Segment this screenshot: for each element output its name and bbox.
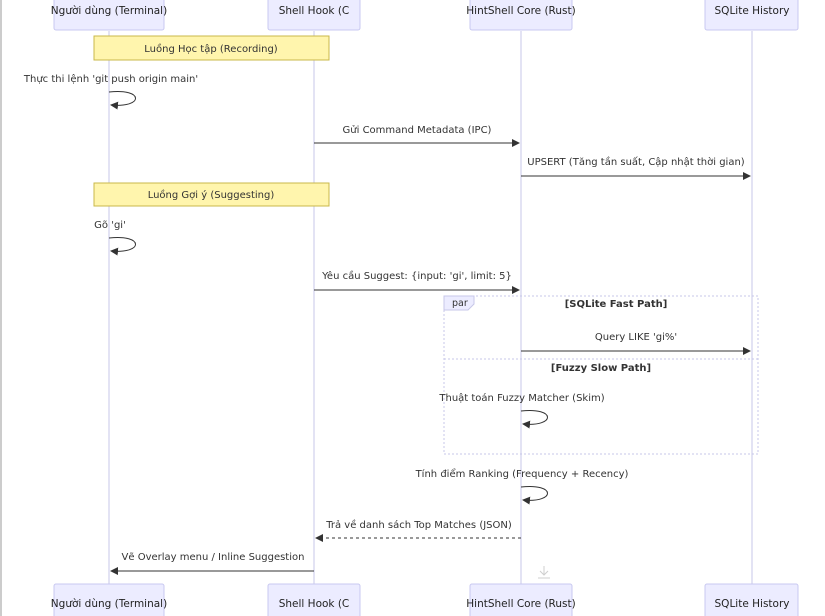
message-self-ranking: Tính điểm Ranking (Frequency + Recency) bbox=[415, 467, 629, 505]
actor-label: HintShell Core (Rust) bbox=[466, 598, 575, 610]
actor-top-db: SQLite History bbox=[704, 0, 799, 31]
note-recording: Luồng Học tập (Recording) bbox=[93, 35, 330, 61]
actor-label: Người dùng (Terminal) bbox=[51, 5, 167, 17]
note-text: Luồng Học tập (Recording) bbox=[144, 43, 278, 55]
message-label: Gõ 'gi' bbox=[94, 220, 126, 231]
par-section-slow: [Fuzzy Slow Path] bbox=[551, 363, 651, 374]
message-label: Vẽ Overlay menu / Inline Suggestion bbox=[122, 552, 305, 563]
message-return-matches: Trả về danh sách Top Matches (JSON) bbox=[315, 519, 521, 542]
actor-label: SQLite History bbox=[715, 5, 790, 17]
message-label: Gửi Command Metadata (IPC) bbox=[343, 124, 492, 136]
actor-bottom-user: Người dùng (Terminal) bbox=[51, 583, 167, 616]
actor-label: Shell Hook (C bbox=[279, 598, 350, 610]
actor-bottom-core: HintShell Core (Rust) bbox=[466, 583, 576, 616]
message-draw-overlay: Vẽ Overlay menu / Inline Suggestion bbox=[110, 552, 314, 575]
message-label: Tính điểm Ranking (Frequency + Recency) bbox=[415, 467, 629, 480]
message-label: Thuật toán Fuzzy Matcher (Skim) bbox=[438, 392, 604, 404]
par-section-fast: [SQLite Fast Path] bbox=[565, 299, 668, 310]
par-label: par bbox=[452, 298, 468, 309]
message-label: Thực thi lệnh 'git push origin main' bbox=[23, 73, 198, 85]
actor-top-hook: Shell Hook (C bbox=[267, 0, 361, 31]
actor-top-core: HintShell Core (Rust) bbox=[466, 0, 576, 31]
actor-label: HintShell Core (Rust) bbox=[466, 5, 575, 17]
message-send-metadata: Gửi Command Metadata (IPC) bbox=[314, 124, 520, 147]
actor-bottom-hook: Shell Hook (C bbox=[267, 583, 361, 616]
message-label: Trả về danh sách Top Matches (JSON) bbox=[325, 519, 512, 531]
actor-top-user: Người dùng (Terminal) bbox=[51, 0, 167, 31]
message-upsert: UPSERT (Tăng tần suất, Cập nhật thời gia… bbox=[521, 156, 751, 180]
message-label: UPSERT (Tăng tần suất, Cập nhật thời gia… bbox=[527, 156, 745, 168]
download-icon[interactable] bbox=[538, 566, 550, 579]
actor-label: Shell Hook (C bbox=[279, 5, 350, 17]
par-block: par [SQLite Fast Path] [Fuzzy Slow Path] bbox=[443, 295, 759, 455]
message-label: Yêu cầu Suggest: {input: 'gi', limit: 5} bbox=[321, 270, 512, 282]
message-suggest-request: Yêu cầu Suggest: {input: 'gi', limit: 5} bbox=[314, 270, 520, 294]
actor-label: SQLite History bbox=[715, 598, 790, 610]
note-text: Luồng Gợi ý (Suggesting) bbox=[148, 189, 275, 201]
message-label: Query LIKE 'gi%' bbox=[595, 332, 677, 343]
actor-bottom-db: SQLite History bbox=[704, 583, 799, 616]
note-suggesting: Luồng Gợi ý (Suggesting) bbox=[93, 182, 330, 207]
message-query-like: Query LIKE 'gi%' bbox=[521, 332, 751, 355]
message-self-exec: Thực thi lệnh 'git push origin main' bbox=[23, 73, 198, 110]
message-self-type: Gõ 'gi' bbox=[94, 220, 136, 256]
actor-label: Người dùng (Terminal) bbox=[51, 598, 167, 610]
message-self-fuzzy: Thuật toán Fuzzy Matcher (Skim) bbox=[438, 392, 605, 429]
